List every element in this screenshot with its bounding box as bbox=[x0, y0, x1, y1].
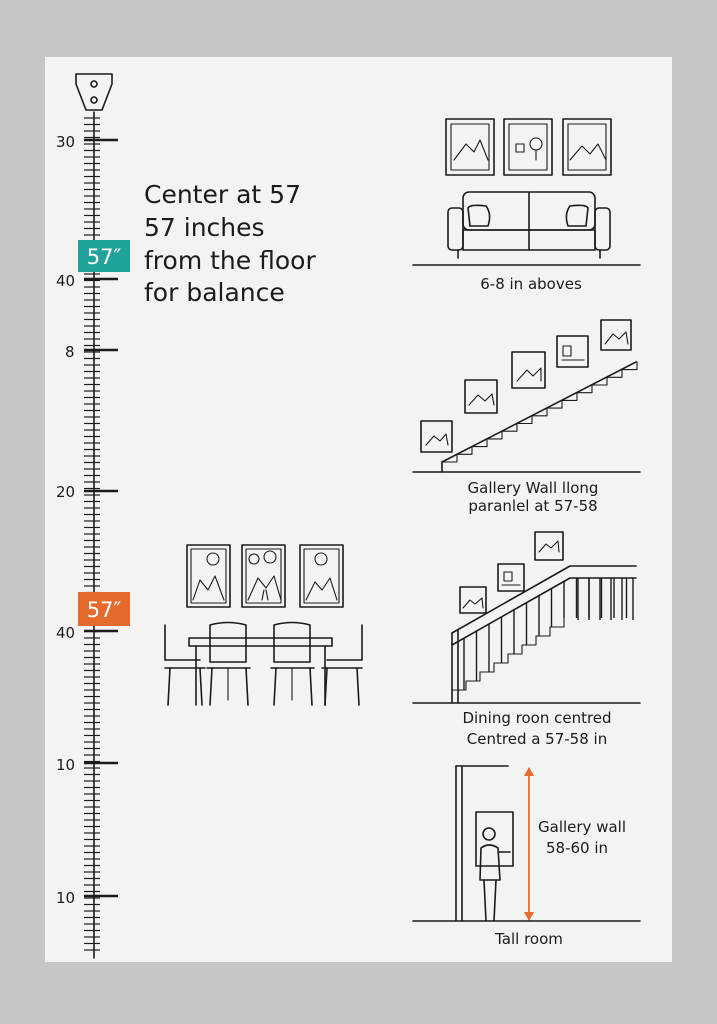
person-icon bbox=[479, 827, 511, 922]
headline-line-1: Center at 57 bbox=[144, 180, 301, 209]
headline-line-2: 57 inches bbox=[144, 213, 265, 242]
svg-text:57″: 57″ bbox=[87, 245, 122, 269]
caption-tall-line-2: 58-60 in bbox=[546, 839, 608, 857]
framed-picture-icon bbox=[534, 531, 564, 561]
headline-line-4: for balance bbox=[144, 278, 285, 307]
sofa-icon bbox=[447, 191, 611, 259]
framed-picture-icon bbox=[562, 118, 612, 176]
framed-picture-icon bbox=[241, 544, 286, 608]
staircase-scene: Gallery Wall llong paranlel at 57-58 bbox=[412, 319, 641, 515]
ruler-label-2: 40 bbox=[56, 272, 75, 290]
staircase-icon bbox=[451, 565, 637, 704]
caption-tall-line-1: Gallery wall bbox=[538, 818, 626, 836]
chair-icon bbox=[206, 621, 251, 706]
framed-picture-icon bbox=[464, 379, 498, 414]
height-arrow bbox=[524, 767, 534, 921]
framed-picture-icon bbox=[459, 586, 487, 614]
framed-picture-icon bbox=[511, 351, 546, 389]
caption-stairs-line-2: paranlel at 57-58 bbox=[468, 497, 597, 515]
banister-scene: Dining roon centred Centred a 57-58 in bbox=[412, 531, 641, 748]
ruler-label-4: 20 bbox=[56, 483, 75, 501]
framed-picture-icon bbox=[600, 319, 632, 351]
chair-icon bbox=[270, 621, 315, 706]
framed-picture-icon bbox=[556, 335, 589, 368]
tall-room-scene: Gallery wall 58-60 in Tall room bbox=[412, 765, 641, 948]
caption-sofa: 6-8 in aboves bbox=[480, 275, 582, 293]
ruler-label-1: 30 bbox=[56, 133, 75, 151]
ruler-label-7: 10 bbox=[56, 889, 75, 907]
tape-measure-ruler: 30 40 8 20 40 10 10 57″ 57″ bbox=[56, 73, 130, 959]
badge-57-teal: 57″ bbox=[78, 240, 130, 272]
framed-picture-icon bbox=[497, 563, 525, 592]
headline: Center at 57 57 inches from the floor fo… bbox=[144, 180, 316, 307]
chair-icon bbox=[164, 624, 206, 706]
badge-57-orange: 57″ bbox=[78, 592, 130, 626]
sofa-scene: 6-8 in aboves bbox=[412, 118, 641, 293]
headline-line-3: from the floor bbox=[144, 246, 316, 275]
framed-picture-icon bbox=[503, 118, 553, 176]
caption-dining-line-2: Centred a 57-58 in bbox=[467, 730, 607, 748]
caption-stairs-line-1: Gallery Wall llong bbox=[468, 479, 599, 497]
framed-picture-icon bbox=[299, 544, 344, 608]
tape-hook-icon bbox=[75, 73, 113, 111]
framed-picture-icon bbox=[445, 118, 495, 176]
dining-table-icon bbox=[188, 637, 333, 706]
dining-scene bbox=[164, 544, 363, 706]
svg-text:57″: 57″ bbox=[87, 598, 122, 622]
framed-picture-icon bbox=[420, 420, 453, 453]
caption-tall-line-3: Tall room bbox=[494, 930, 563, 948]
ruler-label-3: 8 bbox=[65, 343, 75, 361]
caption-dining-line-1: Dining roon centred bbox=[462, 709, 611, 727]
chair-icon bbox=[321, 624, 363, 706]
ruler-ticks bbox=[84, 117, 118, 951]
ruler-label-6: 10 bbox=[56, 756, 75, 774]
poster-sheet bbox=[45, 57, 672, 962]
framed-picture-icon bbox=[475, 811, 514, 867]
ruler-label-5: 40 bbox=[56, 624, 75, 642]
framed-picture-icon bbox=[186, 544, 231, 608]
staircase-icon bbox=[441, 361, 638, 473]
